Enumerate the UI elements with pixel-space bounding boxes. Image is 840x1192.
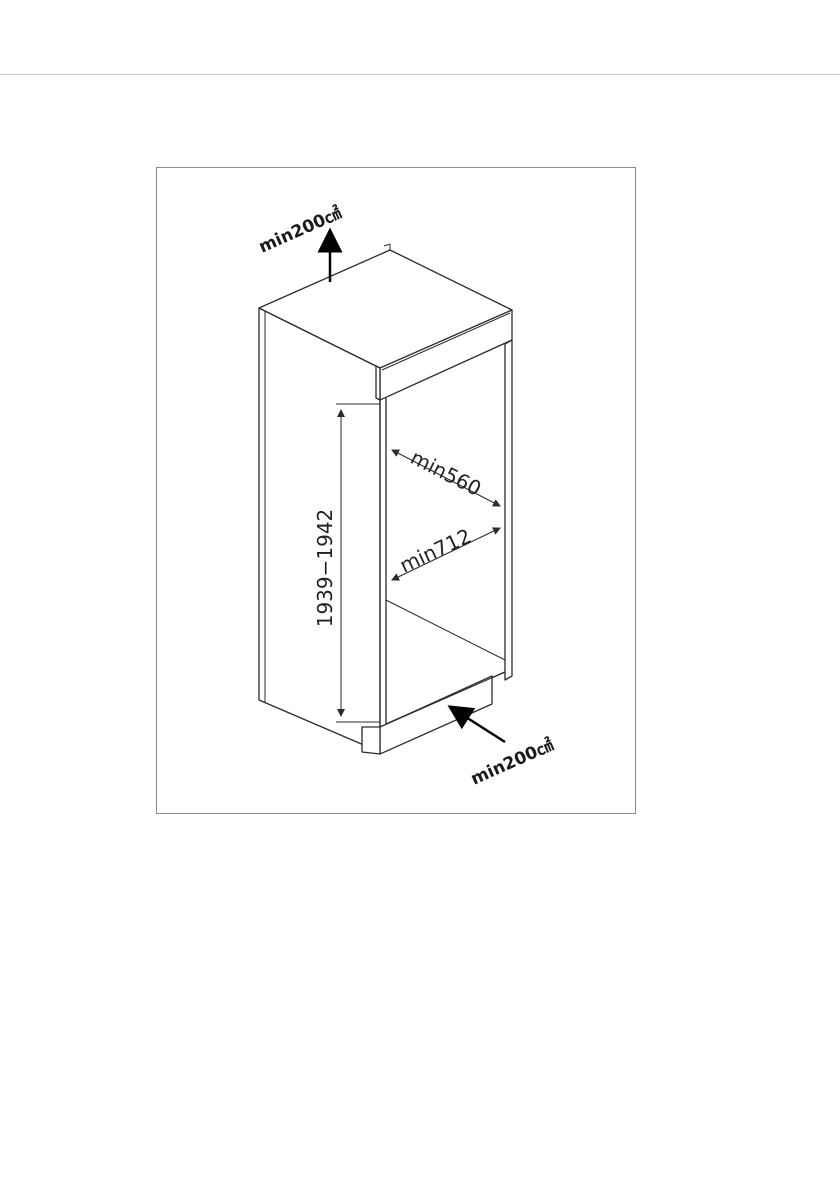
bottom-vent-arrow xyxy=(458,712,505,742)
width-dimension-label: min560 xyxy=(407,445,486,501)
cabinet-plinth xyxy=(362,672,505,754)
cabinet-right-stile xyxy=(505,340,512,680)
bottom-vent-label: min200㎠ xyxy=(467,735,556,790)
height-dimension-label: 1939−1942 xyxy=(313,509,337,628)
depth-dimension-label: min712 xyxy=(396,524,475,578)
